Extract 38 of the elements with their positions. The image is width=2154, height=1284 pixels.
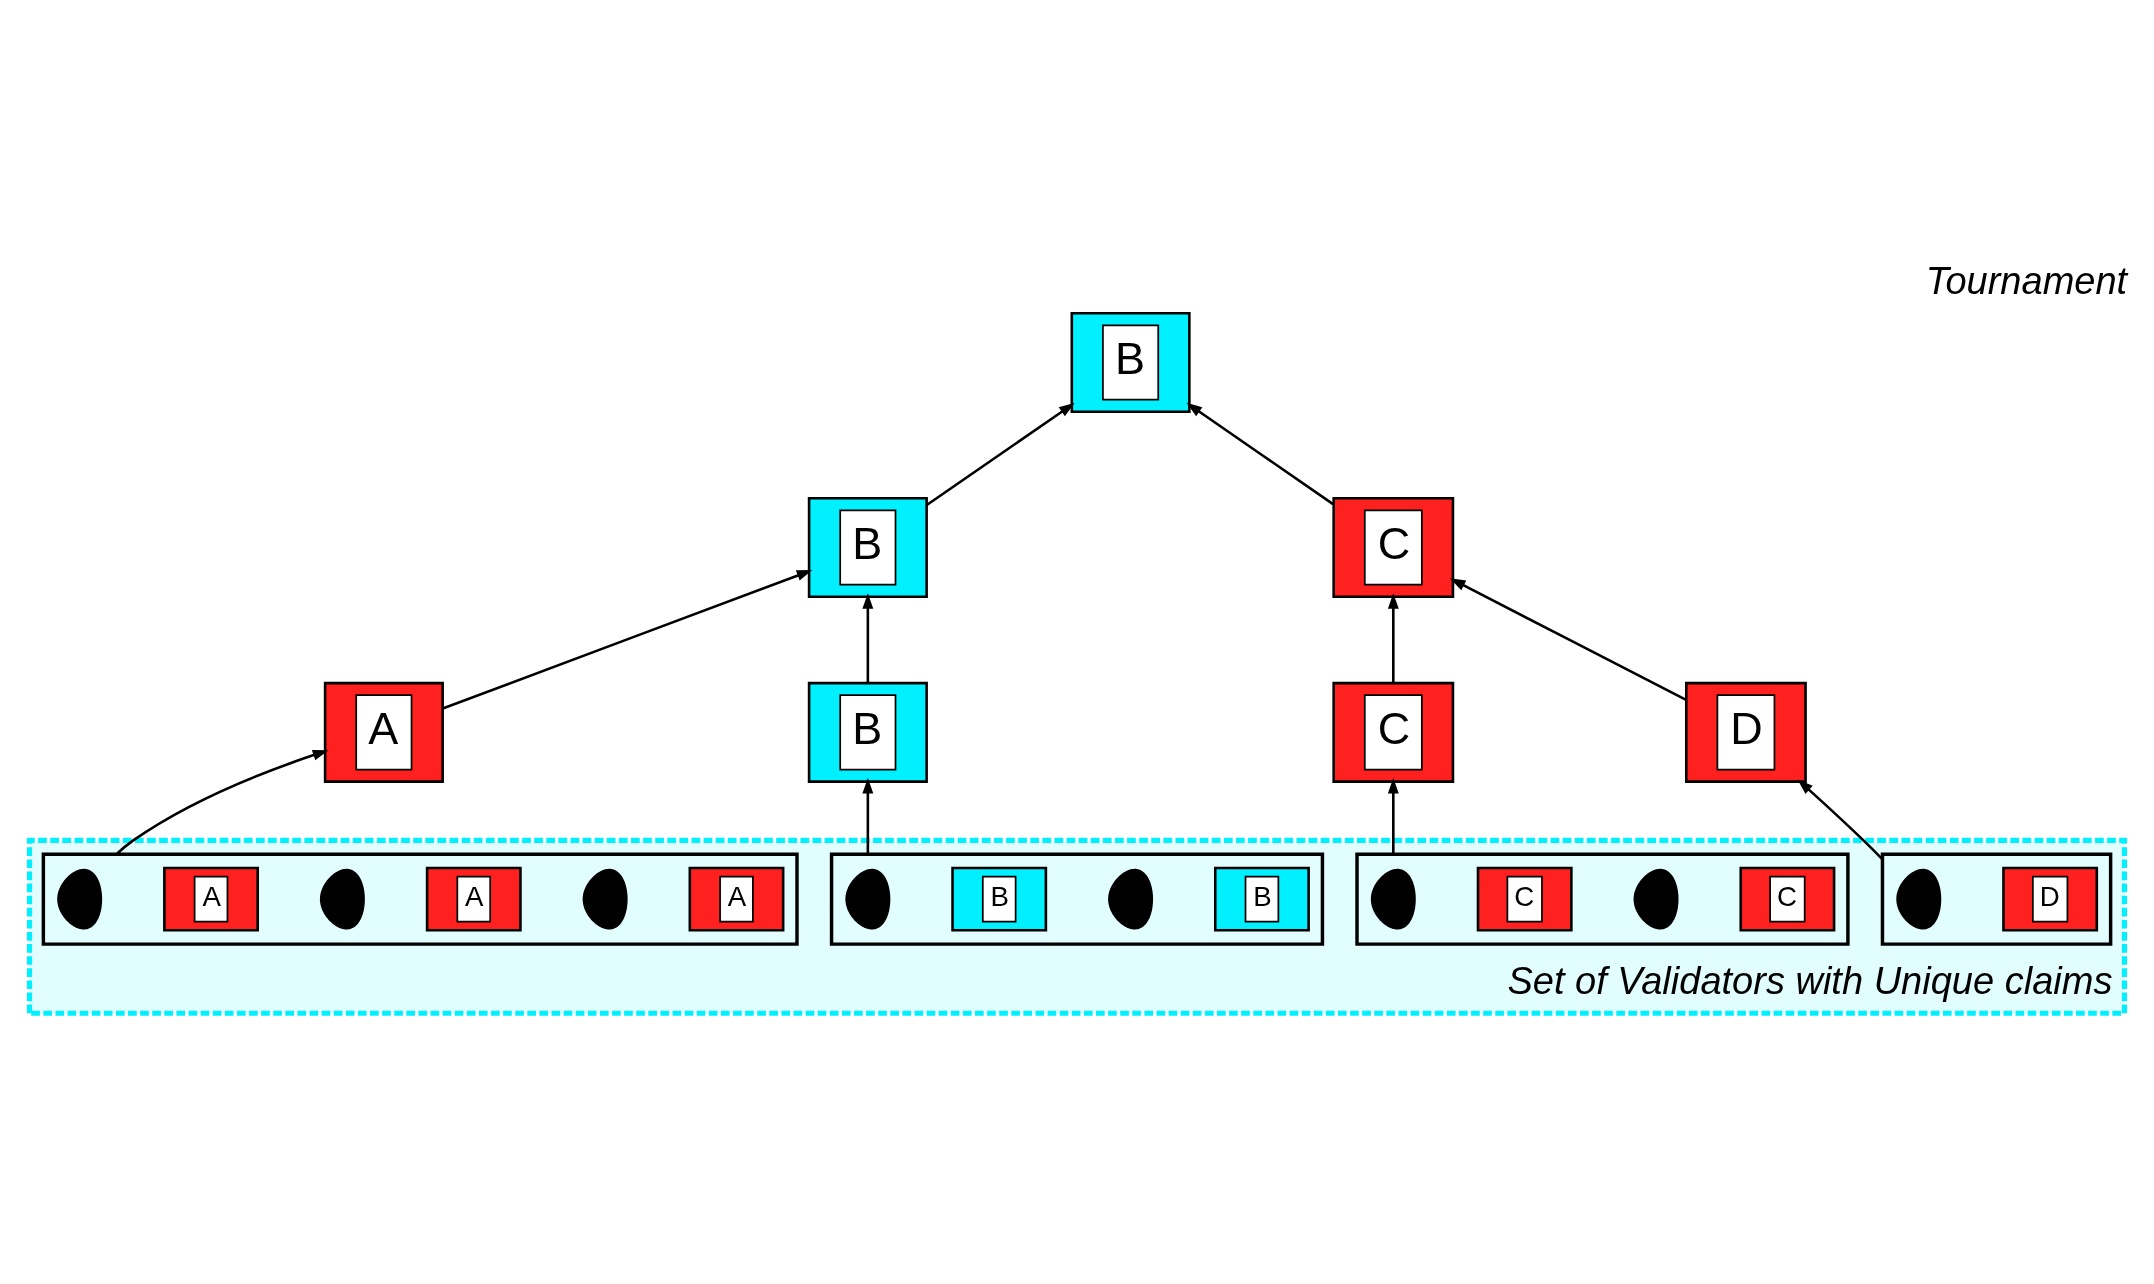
cluster <box>1880 852 2113 946</box>
arrow <box>1797 778 1884 860</box>
arrow <box>1449 577 1687 701</box>
diagram-title: Tournament <box>1925 259 2128 302</box>
arrow <box>862 777 874 854</box>
node-box: C <box>1332 681 1455 783</box>
node-box: D <box>2002 866 2099 932</box>
arrow <box>926 402 1075 506</box>
node-person <box>319 868 365 930</box>
arrow <box>1387 592 1399 683</box>
node-person <box>1108 868 1154 930</box>
node-box: B <box>807 681 928 783</box>
arrow <box>1387 777 1399 854</box>
node-person <box>1896 868 1942 930</box>
node-box: C <box>1332 496 1455 598</box>
node-box: B <box>807 496 928 598</box>
arrow <box>442 569 813 710</box>
node-box: B <box>1214 866 1310 932</box>
node-box: A <box>688 866 785 932</box>
arrow <box>115 749 329 855</box>
node-person <box>582 868 628 930</box>
cluster <box>829 852 1325 946</box>
node-box: C <box>1739 866 1836 932</box>
node-box: C <box>1476 866 1573 932</box>
node-box: A <box>163 866 259 932</box>
cluster <box>1355 852 1850 946</box>
node-person <box>57 868 103 930</box>
node-person <box>1370 868 1416 930</box>
arrow <box>1186 402 1334 505</box>
node-box: B <box>951 866 1048 932</box>
node-box: D <box>1685 681 1807 783</box>
node-person <box>1633 868 1679 930</box>
node-box: B <box>1070 311 1191 413</box>
node-box: A <box>425 866 522 932</box>
arrow <box>862 592 874 683</box>
node-box: A <box>323 681 444 783</box>
cluster <box>41 852 799 946</box>
node-person <box>845 868 891 930</box>
